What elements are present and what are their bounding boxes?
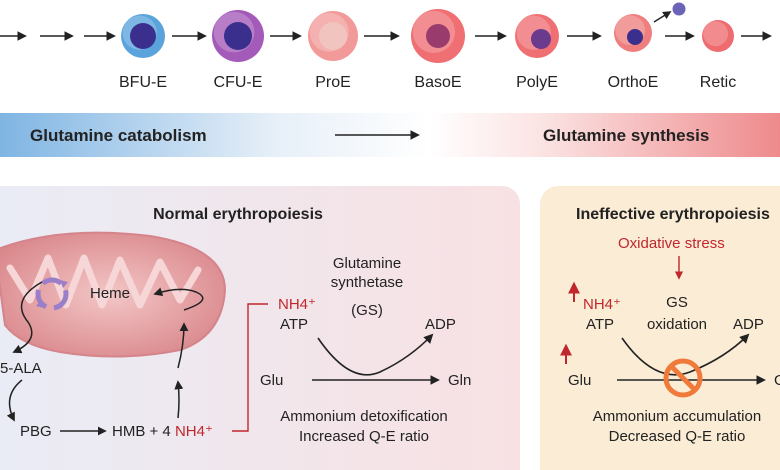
cell-basoe: BasoE xyxy=(411,9,465,91)
cell-highlight xyxy=(703,21,729,47)
cell-label: Retic xyxy=(700,74,736,91)
cell-retic: Retic xyxy=(700,20,736,91)
ineffective-gln: G xyxy=(774,372,780,389)
enzyme-abbr: (GS) xyxy=(351,302,383,319)
ala-label: 5-ALA xyxy=(0,360,42,377)
enzyme-line2: synthetase xyxy=(331,274,404,291)
caption-line1: Ammonium detoxification xyxy=(280,408,448,425)
cell-nucleus xyxy=(319,22,347,50)
cell-label: PolyE xyxy=(516,74,558,91)
stress-label: Oxidative stress xyxy=(618,235,725,252)
enucleation-arrow xyxy=(653,11,672,23)
pathway-arrow xyxy=(12,281,43,354)
extruded-nucleus xyxy=(672,2,686,16)
inhibition-icon xyxy=(663,358,703,398)
pbg-label: PBG xyxy=(20,423,52,440)
cycle-icon xyxy=(35,277,69,311)
cell-nucleus xyxy=(224,22,252,50)
cell-label: BFU-E xyxy=(119,74,167,91)
normal-panel-title: Normal erythropoiesis xyxy=(153,206,323,223)
heme-label: Heme xyxy=(90,285,130,302)
gs-label: GS xyxy=(666,294,688,311)
cell-nucleus xyxy=(531,29,551,49)
caption-line2: Increased Q-E ratio xyxy=(299,428,429,445)
ineffective-caption2: Decreased Q-E ratio xyxy=(609,428,746,445)
cell-label: ProE xyxy=(315,74,351,91)
pathway-arrow xyxy=(174,380,184,419)
ineffective-atp: ATP xyxy=(586,316,614,333)
gs-oxidation-label: oxidation xyxy=(647,316,707,333)
catabolism-label: Glutamine catabolism xyxy=(30,126,207,145)
cell-stages: BFU-E CFU-E ProE BasoE PolyE OrthoE Retic xyxy=(119,9,736,91)
glu-label: Glu xyxy=(260,372,283,389)
mitochondrion xyxy=(0,231,227,358)
gln-label: Gln xyxy=(448,372,471,389)
enzyme-line1: Glutamine xyxy=(333,255,401,272)
atp-adp-arrow xyxy=(317,333,434,376)
cell-label: OrthoE xyxy=(608,74,659,91)
cell-bfu-e: BFU-E xyxy=(119,14,167,91)
ineffective-panel-title: Ineffective erythropoiesis xyxy=(576,206,770,223)
lineage-row xyxy=(0,2,772,41)
hmb-ammonium: NH4⁺ xyxy=(175,423,213,440)
cell-polye: PolyE xyxy=(515,14,559,91)
synthesis-label: Glutamine synthesis xyxy=(543,126,709,145)
ineffective-atp-arrow xyxy=(621,333,750,376)
hmb-label: HMB + 4 NH4⁺ xyxy=(112,423,213,440)
pathway-arrow xyxy=(6,379,23,422)
ineffective-glu: Glu xyxy=(568,372,591,389)
cell-proe: ProE xyxy=(308,11,358,91)
ammonium-bracket xyxy=(232,303,268,432)
cell-nucleus xyxy=(426,24,450,48)
cell-nucleus xyxy=(627,29,643,45)
pathway-arrow xyxy=(153,287,204,311)
cell-label: CFU-E xyxy=(214,74,263,91)
ineffective-adp: ADP xyxy=(733,316,764,333)
pathway-arrow xyxy=(177,322,189,369)
ineffective-caption1: Ammonium accumulation xyxy=(593,408,761,425)
ineffective-panel: Ineffective erythropoiesis Oxidative str… xyxy=(540,186,780,470)
cell-body xyxy=(702,20,734,52)
metabolism-bar: Glutamine catabolism Glutamine synthesis xyxy=(0,113,780,157)
cell-orthoe: OrthoE xyxy=(608,14,659,91)
ineffective-nh4: NH4⁺ xyxy=(583,296,621,313)
normal-panel: Normal erythropoiesis Heme 5-ALA PBG HMB… xyxy=(0,186,520,470)
ineffective-panel-bg xyxy=(540,186,780,470)
cell-label: BasoE xyxy=(414,74,461,91)
atp-label: ATP xyxy=(280,316,308,333)
cell-cfu-e: CFU-E xyxy=(212,10,264,91)
nh4-label: NH4⁺ xyxy=(278,296,316,313)
cell-nucleus xyxy=(130,23,156,49)
adp-label: ADP xyxy=(425,316,456,333)
